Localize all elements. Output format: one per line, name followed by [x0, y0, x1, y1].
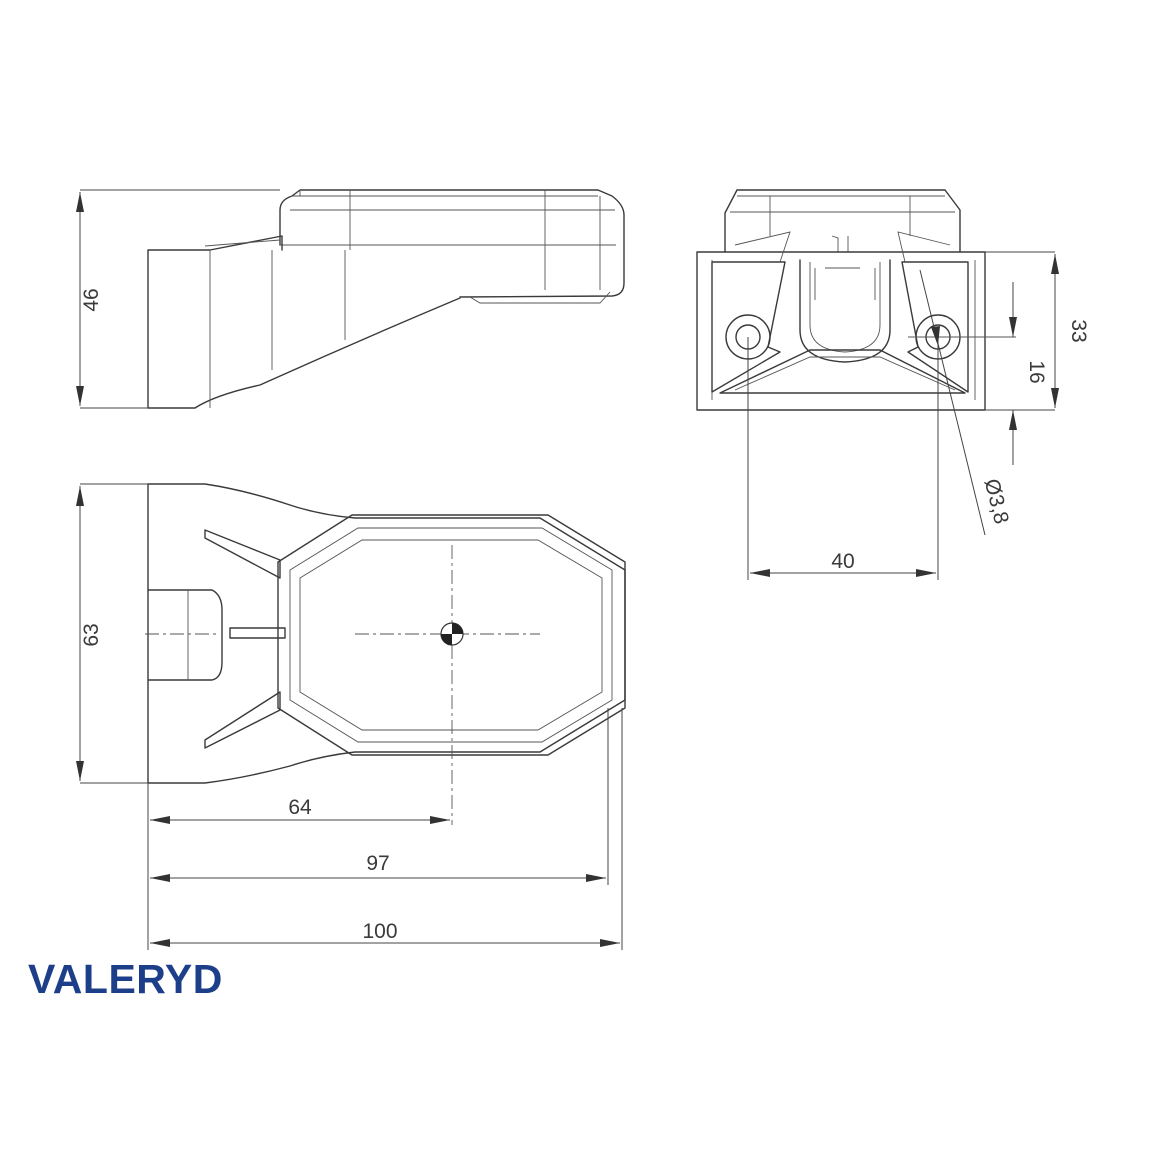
dim-hole-diameter: Ø3,8: [980, 477, 1013, 527]
dim-front-height: 33: [1067, 319, 1090, 342]
side-view: 46: [76, 189, 625, 409]
dim-hole-spacing: 40: [831, 550, 854, 573]
front-view: 33 16 Ø3,8 40: [696, 189, 1090, 580]
dim-mount-offset: 16: [1025, 360, 1048, 383]
dim-overall-length: 100: [362, 920, 397, 943]
brand-logo: VALERYD: [28, 956, 223, 1002]
top-view: 63 64 97 100: [76, 483, 626, 950]
dim-body-length: 97: [366, 852, 389, 875]
dim-center-offset: 64: [288, 796, 312, 819]
dim-top-depth: 63: [80, 623, 103, 646]
dim-side-height: 46: [80, 288, 103, 311]
